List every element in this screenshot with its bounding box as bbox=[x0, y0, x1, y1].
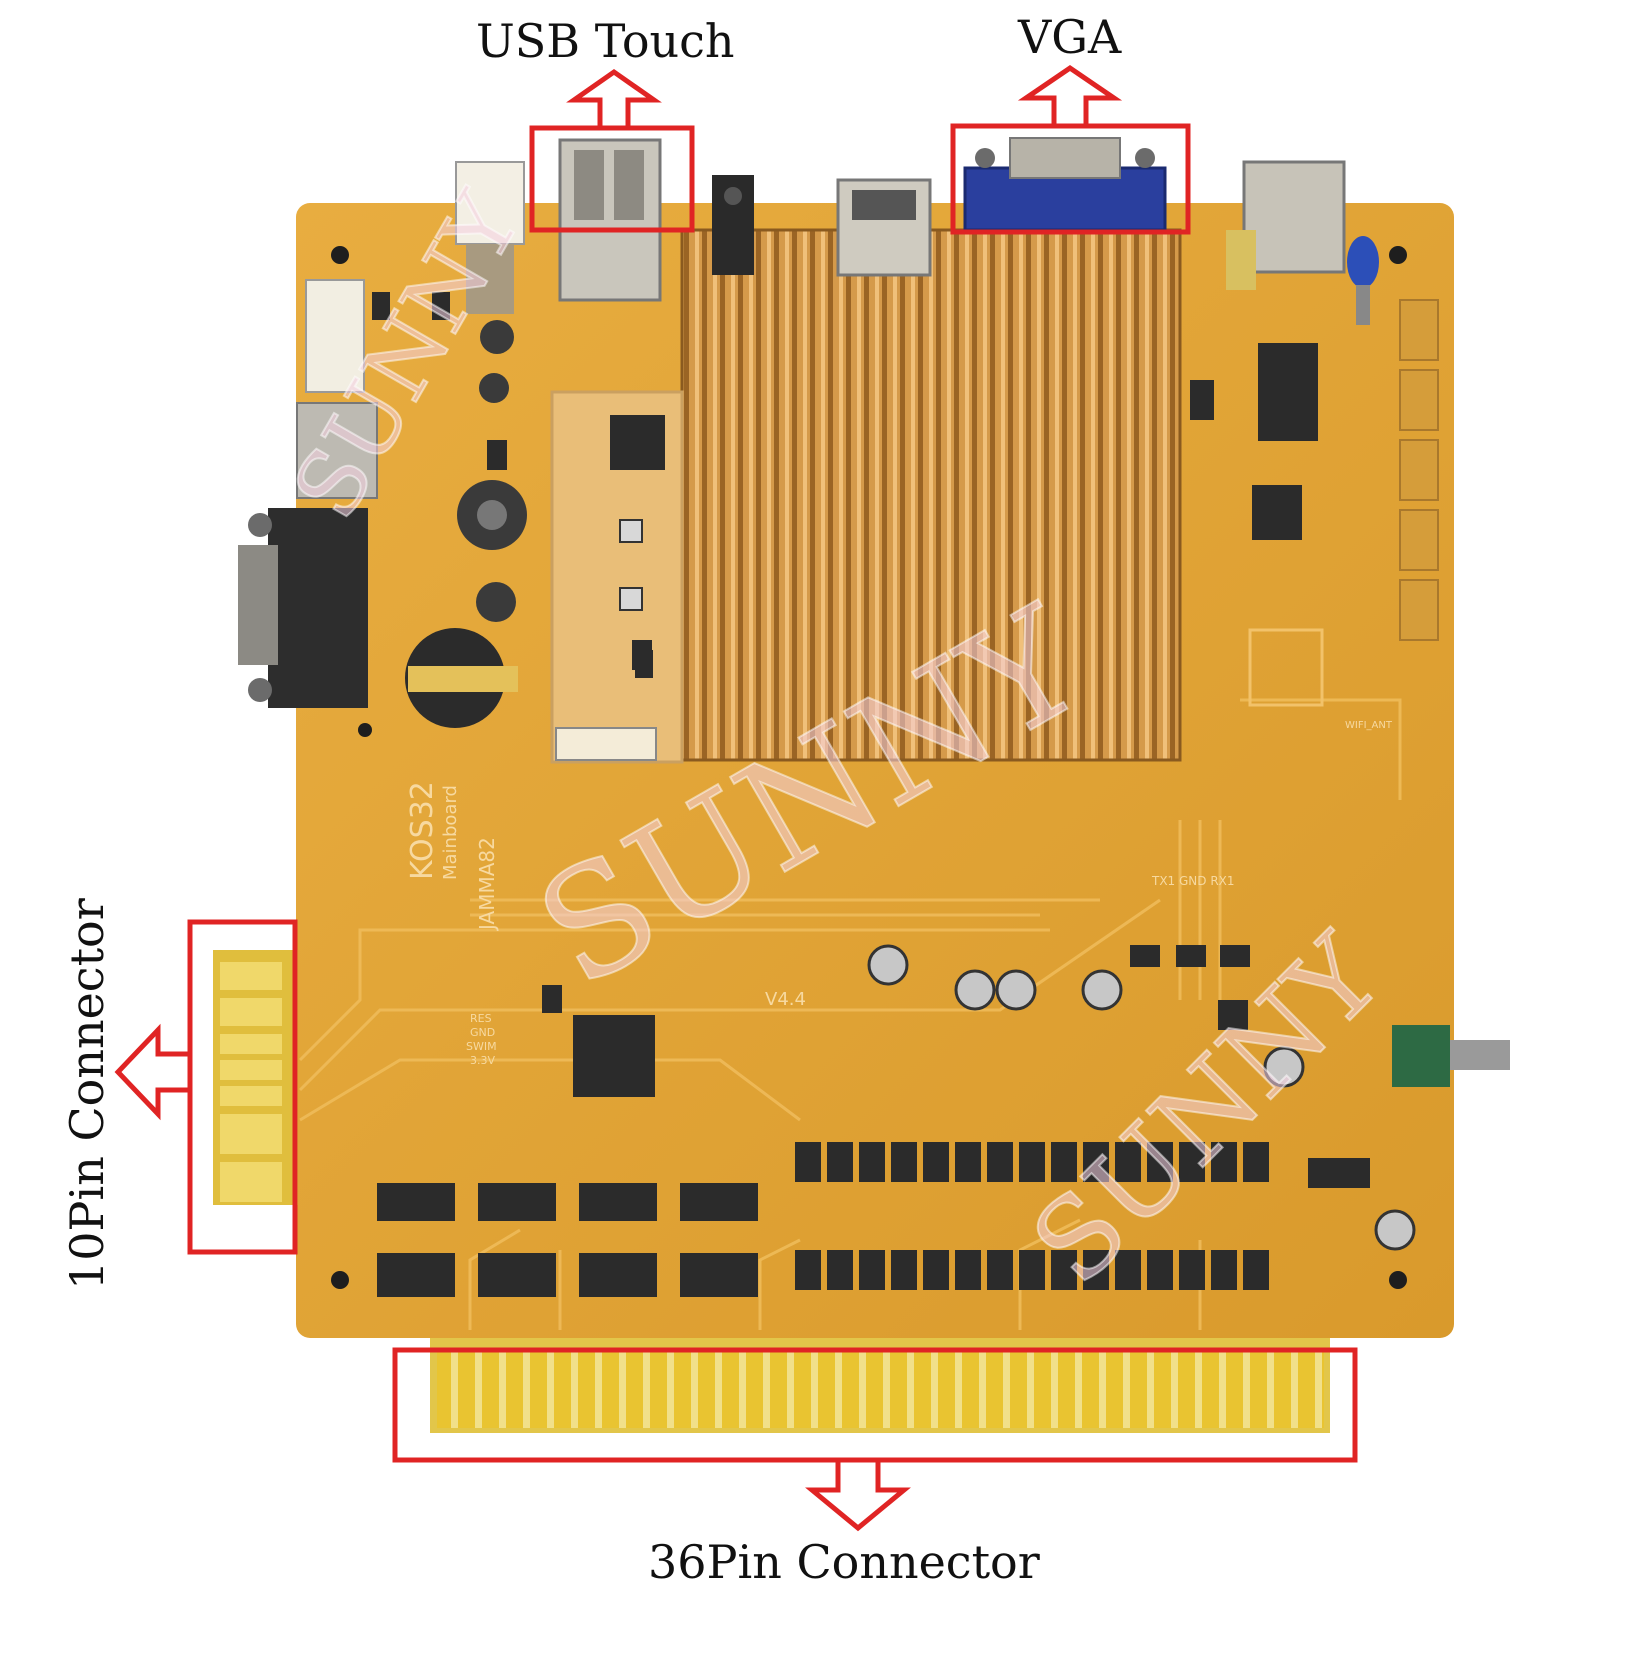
transistor bbox=[1147, 1250, 1173, 1290]
transistor bbox=[1179, 1142, 1205, 1182]
right-chip-4 bbox=[1308, 1158, 1370, 1188]
label-usb-touch: USB Touch bbox=[476, 14, 735, 68]
transistor bbox=[827, 1250, 853, 1290]
capacitors bbox=[476, 320, 1416, 1251]
main-mcu bbox=[573, 1015, 655, 1097]
transistor bbox=[923, 1250, 949, 1290]
transistor bbox=[987, 1142, 1013, 1182]
small-components bbox=[372, 292, 1250, 1013]
right-chip-5 bbox=[1218, 1000, 1248, 1030]
prog-pin-res: RES bbox=[470, 1012, 492, 1025]
label-vga: VGA bbox=[1018, 10, 1122, 64]
transistor bbox=[1083, 1142, 1109, 1182]
transistor bbox=[1243, 1142, 1269, 1182]
label-10pin-connector: 10Pin Connector bbox=[60, 898, 114, 1290]
mounting-holes bbox=[331, 246, 1407, 1289]
callout-arrows bbox=[114, 64, 1123, 1532]
board-model: KOS32 bbox=[405, 781, 440, 880]
transistor bbox=[923, 1142, 949, 1182]
heatsink bbox=[682, 230, 1180, 760]
transistor bbox=[1051, 1142, 1077, 1182]
label-36pin-connector: 36Pin Connector bbox=[648, 1535, 1040, 1589]
board-subtitle: Mainboard bbox=[440, 785, 461, 880]
board-jamma: JAMMA82 bbox=[475, 837, 499, 932]
logic-chips bbox=[377, 1183, 758, 1297]
right-chip-2 bbox=[1252, 485, 1302, 540]
transistor bbox=[859, 1250, 885, 1290]
transistor bbox=[1211, 1142, 1237, 1182]
transistor bbox=[891, 1250, 917, 1290]
wifi-antenna-label: WIFI_ANT bbox=[1345, 720, 1393, 731]
transistor bbox=[987, 1250, 1013, 1290]
transistor bbox=[891, 1142, 917, 1182]
transistor bbox=[955, 1250, 981, 1290]
right-chip-1 bbox=[1258, 343, 1318, 441]
pin10-fingers bbox=[220, 962, 282, 1202]
transistor bbox=[1019, 1142, 1045, 1182]
right-chip-3 bbox=[1190, 380, 1214, 420]
ethernet-port bbox=[1242, 160, 1346, 274]
transistor bbox=[1115, 1142, 1141, 1182]
transistor bbox=[1019, 1250, 1045, 1290]
serial-pins-label: TX1 GND RX1 bbox=[1151, 874, 1235, 888]
wifi-chip-outline bbox=[1248, 628, 1324, 707]
transistor bbox=[1243, 1250, 1269, 1290]
prog-pin-swim: SWIM bbox=[466, 1040, 497, 1053]
transistor bbox=[859, 1142, 885, 1182]
prog-pin-gnd: GND bbox=[470, 1026, 495, 1039]
transistor bbox=[955, 1142, 981, 1182]
arrow-36pin bbox=[805, 1457, 911, 1532]
arrow-usb bbox=[566, 68, 662, 131]
traces bbox=[298, 698, 1402, 1330]
transistor bbox=[1179, 1250, 1205, 1290]
transistor bbox=[1083, 1250, 1109, 1290]
transistor bbox=[827, 1142, 853, 1182]
arrow-10pin bbox=[114, 1023, 193, 1121]
right-headers bbox=[1399, 299, 1439, 641]
silkscreen: KOS32 Mainboard JAMMA82 V4.4 TX1 GND RX1… bbox=[405, 720, 1393, 1067]
transistor-row-top bbox=[795, 1142, 1269, 1182]
prog-pin-3v3: 3.3V bbox=[470, 1054, 495, 1067]
transistor-row-bottom bbox=[795, 1250, 1269, 1290]
side-header-white bbox=[305, 279, 365, 393]
transistor bbox=[1211, 1250, 1237, 1290]
transistor bbox=[795, 1142, 821, 1182]
transistor bbox=[795, 1250, 821, 1290]
potentiometer bbox=[1392, 1025, 1450, 1087]
serial-port bbox=[268, 508, 368, 708]
transistor bbox=[1115, 1250, 1141, 1290]
side-usb bbox=[296, 402, 378, 499]
transistor bbox=[1051, 1250, 1077, 1290]
transistor bbox=[1147, 1142, 1173, 1182]
board-version: V4.4 bbox=[765, 989, 806, 1010]
power-header bbox=[455, 161, 525, 245]
arrow-vga bbox=[1017, 64, 1123, 129]
